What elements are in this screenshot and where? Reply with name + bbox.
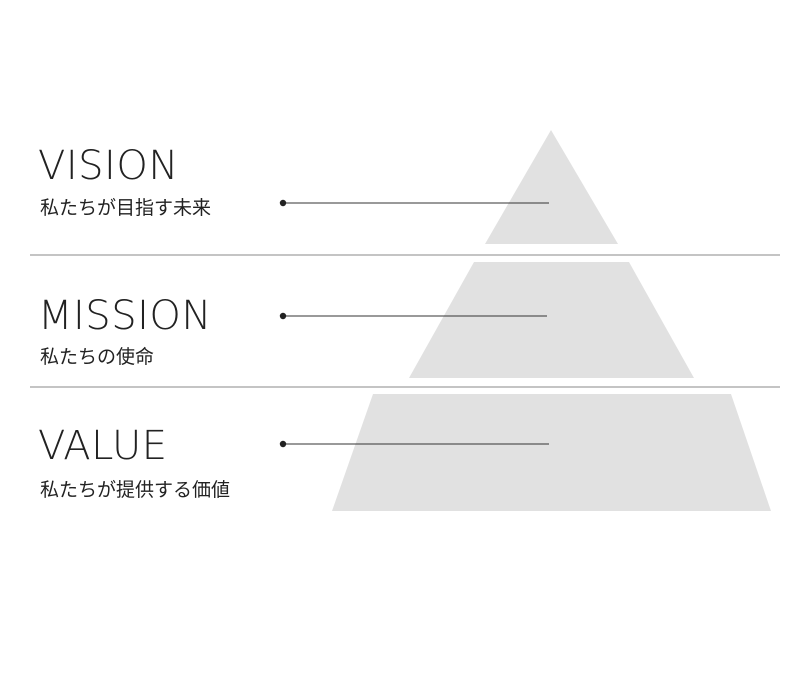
vision-title: VISION	[38, 143, 179, 189]
connector-dot-mission	[279, 312, 287, 320]
value-subtitle: 私たちが提供する価値	[40, 479, 231, 501]
mission-title: MISSION	[38, 293, 212, 339]
connector-dot-value	[279, 440, 287, 448]
mission-subtitle: 私たちの使命	[40, 346, 155, 368]
vision-subtitle: 私たちが目指す未来	[40, 197, 212, 219]
pyramid-tier-value	[332, 394, 771, 511]
value-title: VALUE	[38, 423, 168, 469]
connector-dot-vision	[279, 199, 287, 207]
pyramid-tier-vision	[485, 130, 618, 244]
pyramid-tier-mission	[409, 262, 694, 378]
